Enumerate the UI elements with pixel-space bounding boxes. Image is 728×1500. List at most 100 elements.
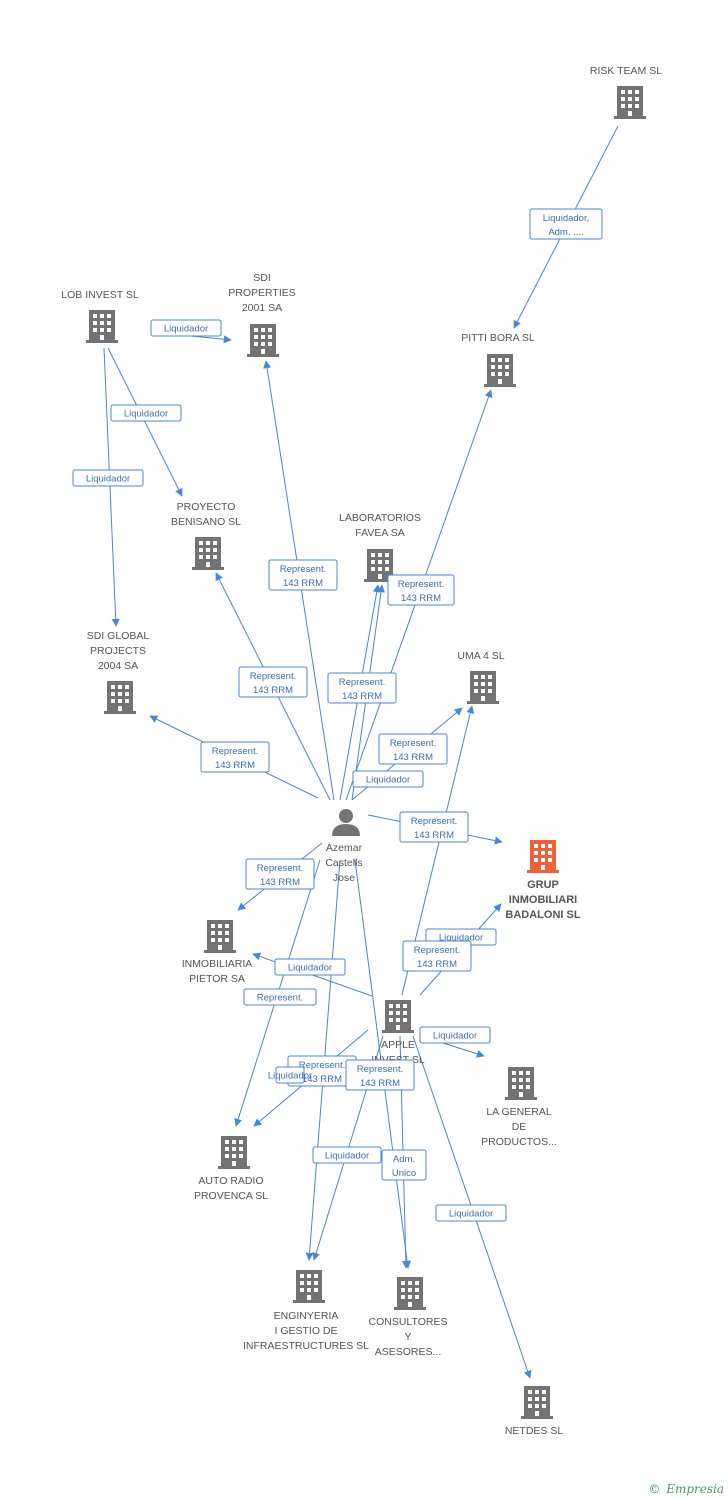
edge-label-box — [402, 940, 472, 972]
edge-label[interactable]: Represent. — [243, 988, 317, 1006]
node-pitti[interactable]: PITTI BORA SL — [461, 332, 535, 387]
node-label: PROPERTIES — [228, 287, 296, 299]
edge-label-box — [529, 208, 603, 240]
node-netdes[interactable]: NETDES SL — [505, 1386, 564, 1437]
edge-line — [107, 347, 183, 497]
node-consultores[interactable]: CONSULTORESYASESORES... — [369, 1277, 448, 1358]
node-label: INMOBILIARIA — [182, 958, 253, 970]
edge-label-text: Represent. — [411, 816, 457, 827]
edge-label-text: Adm. .... — [548, 227, 583, 238]
node-label: DE — [512, 1121, 527, 1133]
building-icon — [192, 537, 224, 570]
footer-brand[interactable]: © Empresia — [648, 1482, 724, 1496]
node-label: LA GENERAL — [486, 1106, 552, 1118]
node-label: PRODUCTOS... — [481, 1136, 557, 1148]
edge-label-box — [378, 733, 448, 765]
building-icon — [247, 324, 279, 357]
node-label: PIETOR SA — [189, 973, 245, 985]
edge-label-box — [200, 741, 270, 773]
building-icon — [218, 1136, 250, 1169]
edge-label[interactable]: Represent.143 RRM — [345, 1059, 415, 1091]
edge-label-text: 143 RRM — [253, 685, 293, 696]
edge-label[interactable]: Represent. 143 RRM — [245, 858, 315, 890]
edge-labels-layer: Liquidador,Adm. ....LiquidadorLiquidador… — [72, 208, 603, 1222]
edge-label-text: 143 RRM — [393, 752, 433, 763]
edge-label-box — [387, 574, 455, 606]
edge-label-text: Liquidador — [325, 1151, 369, 1162]
edge-label-box — [419, 1026, 491, 1044]
edge-label[interactable]: Liquidador — [352, 770, 424, 788]
building-icon — [484, 354, 516, 387]
edge-label-text: 143 RRM — [342, 691, 382, 702]
edge-label-text: 143 RRM — [215, 760, 255, 771]
node-label: RISK TEAM SL — [590, 65, 662, 77]
edge-label-text: Liquidador — [164, 324, 208, 335]
building-icon — [382, 1000, 414, 1033]
edge-label-text: 143 RRM — [417, 959, 457, 970]
edge-label[interactable]: Liquidador — [72, 469, 144, 487]
edge-label-text: 143 RRM — [260, 877, 300, 888]
edge-label-box — [274, 958, 346, 976]
node-label: BADALONI SL — [505, 909, 580, 921]
building-icon — [505, 1067, 537, 1100]
node-label: ENGINYERIA — [274, 1310, 339, 1322]
node-lageneral[interactable]: LA GENERAL DE PRODUCTOS... — [481, 1067, 557, 1148]
edge-label[interactable]: Represent.143 RRM — [200, 741, 270, 773]
building-icon — [293, 1270, 325, 1303]
edge-label[interactable]: Represent.143 RRM — [378, 733, 448, 765]
edge-label[interactable]: Liquidador — [435, 1204, 507, 1222]
node-proyecto[interactable]: PROYECTO BENISANO SL — [171, 501, 241, 570]
edge-label[interactable]: Represent.143 RRM — [387, 574, 455, 606]
edge-label[interactable]: Liquidador — [110, 404, 182, 422]
node-label: BENISANO SL — [171, 516, 241, 528]
edge-label-text: Represent. — [339, 677, 385, 688]
node-uma[interactable]: UMA 4 SL — [457, 650, 505, 704]
node-pietor[interactable]: INMOBILIARIA PIETOR SA — [182, 920, 253, 985]
edge-label-text: 143 RRM — [283, 578, 323, 589]
node-label: 2001 SA — [242, 302, 282, 314]
node-label: INMOBILIARI — [509, 894, 577, 906]
edge-label[interactable]: Adm.Unico — [381, 1149, 427, 1181]
edge-label[interactable]: Liquidador — [312, 1146, 382, 1164]
node-label: AUTO RADIO — [198, 1175, 263, 1187]
edge-label-text: Liquidador — [366, 775, 410, 786]
node-label: NETDES SL — [505, 1425, 564, 1437]
edge-label[interactable]: Represent. 143 RRM — [327, 672, 397, 704]
edge-label[interactable]: Liquidador — [274, 958, 346, 976]
edge-label[interactable]: Represent.143 RRM — [399, 811, 469, 843]
edge-label[interactable]: Liquidador — [268, 1066, 312, 1084]
node-label: Castells — [325, 857, 362, 869]
edge-label-box — [268, 559, 338, 591]
edge-label-text: Liquidador — [86, 474, 130, 485]
edge-label[interactable]: Represent. 143 RRM — [238, 666, 308, 698]
edge-lob-sdiglobal — [103, 347, 120, 627]
edge-label[interactable]: Liquidador,Adm. .... — [529, 208, 603, 240]
edge-label[interactable]: Liquidador — [419, 1026, 491, 1044]
node-risk[interactable]: RISK TEAM SL — [590, 65, 662, 119]
edge-label-text: Represent. — [398, 579, 444, 590]
building-icon — [521, 1386, 553, 1419]
edge-label-text: Represent. — [250, 671, 296, 682]
node-label: LOB INVEST SL — [61, 289, 139, 301]
node-label: GRUP — [527, 879, 559, 891]
edge-label-text: 143 RRM — [360, 1078, 400, 1089]
building-icon — [527, 840, 559, 873]
node-apple[interactable]: APPLEINVEST SL — [371, 1000, 425, 1066]
edge-label-text: Represent. — [257, 863, 303, 874]
edge-label-text: Liquidador — [433, 1031, 477, 1042]
node-grup[interactable]: GRUP INMOBILIARI BADALONI SL — [505, 840, 581, 921]
edge-label[interactable]: Represent.143 RRM — [402, 940, 472, 972]
node-label: PROYECTO — [177, 501, 236, 513]
edge-label[interactable]: Represent.143 RRM — [268, 559, 338, 591]
edge-label[interactable]: Liquidador — [150, 319, 222, 337]
node-lob[interactable]: LOB INVEST SL — [61, 289, 139, 343]
node-label: Azemar — [326, 842, 363, 854]
node-label: SDI GLOBAL — [87, 630, 150, 642]
